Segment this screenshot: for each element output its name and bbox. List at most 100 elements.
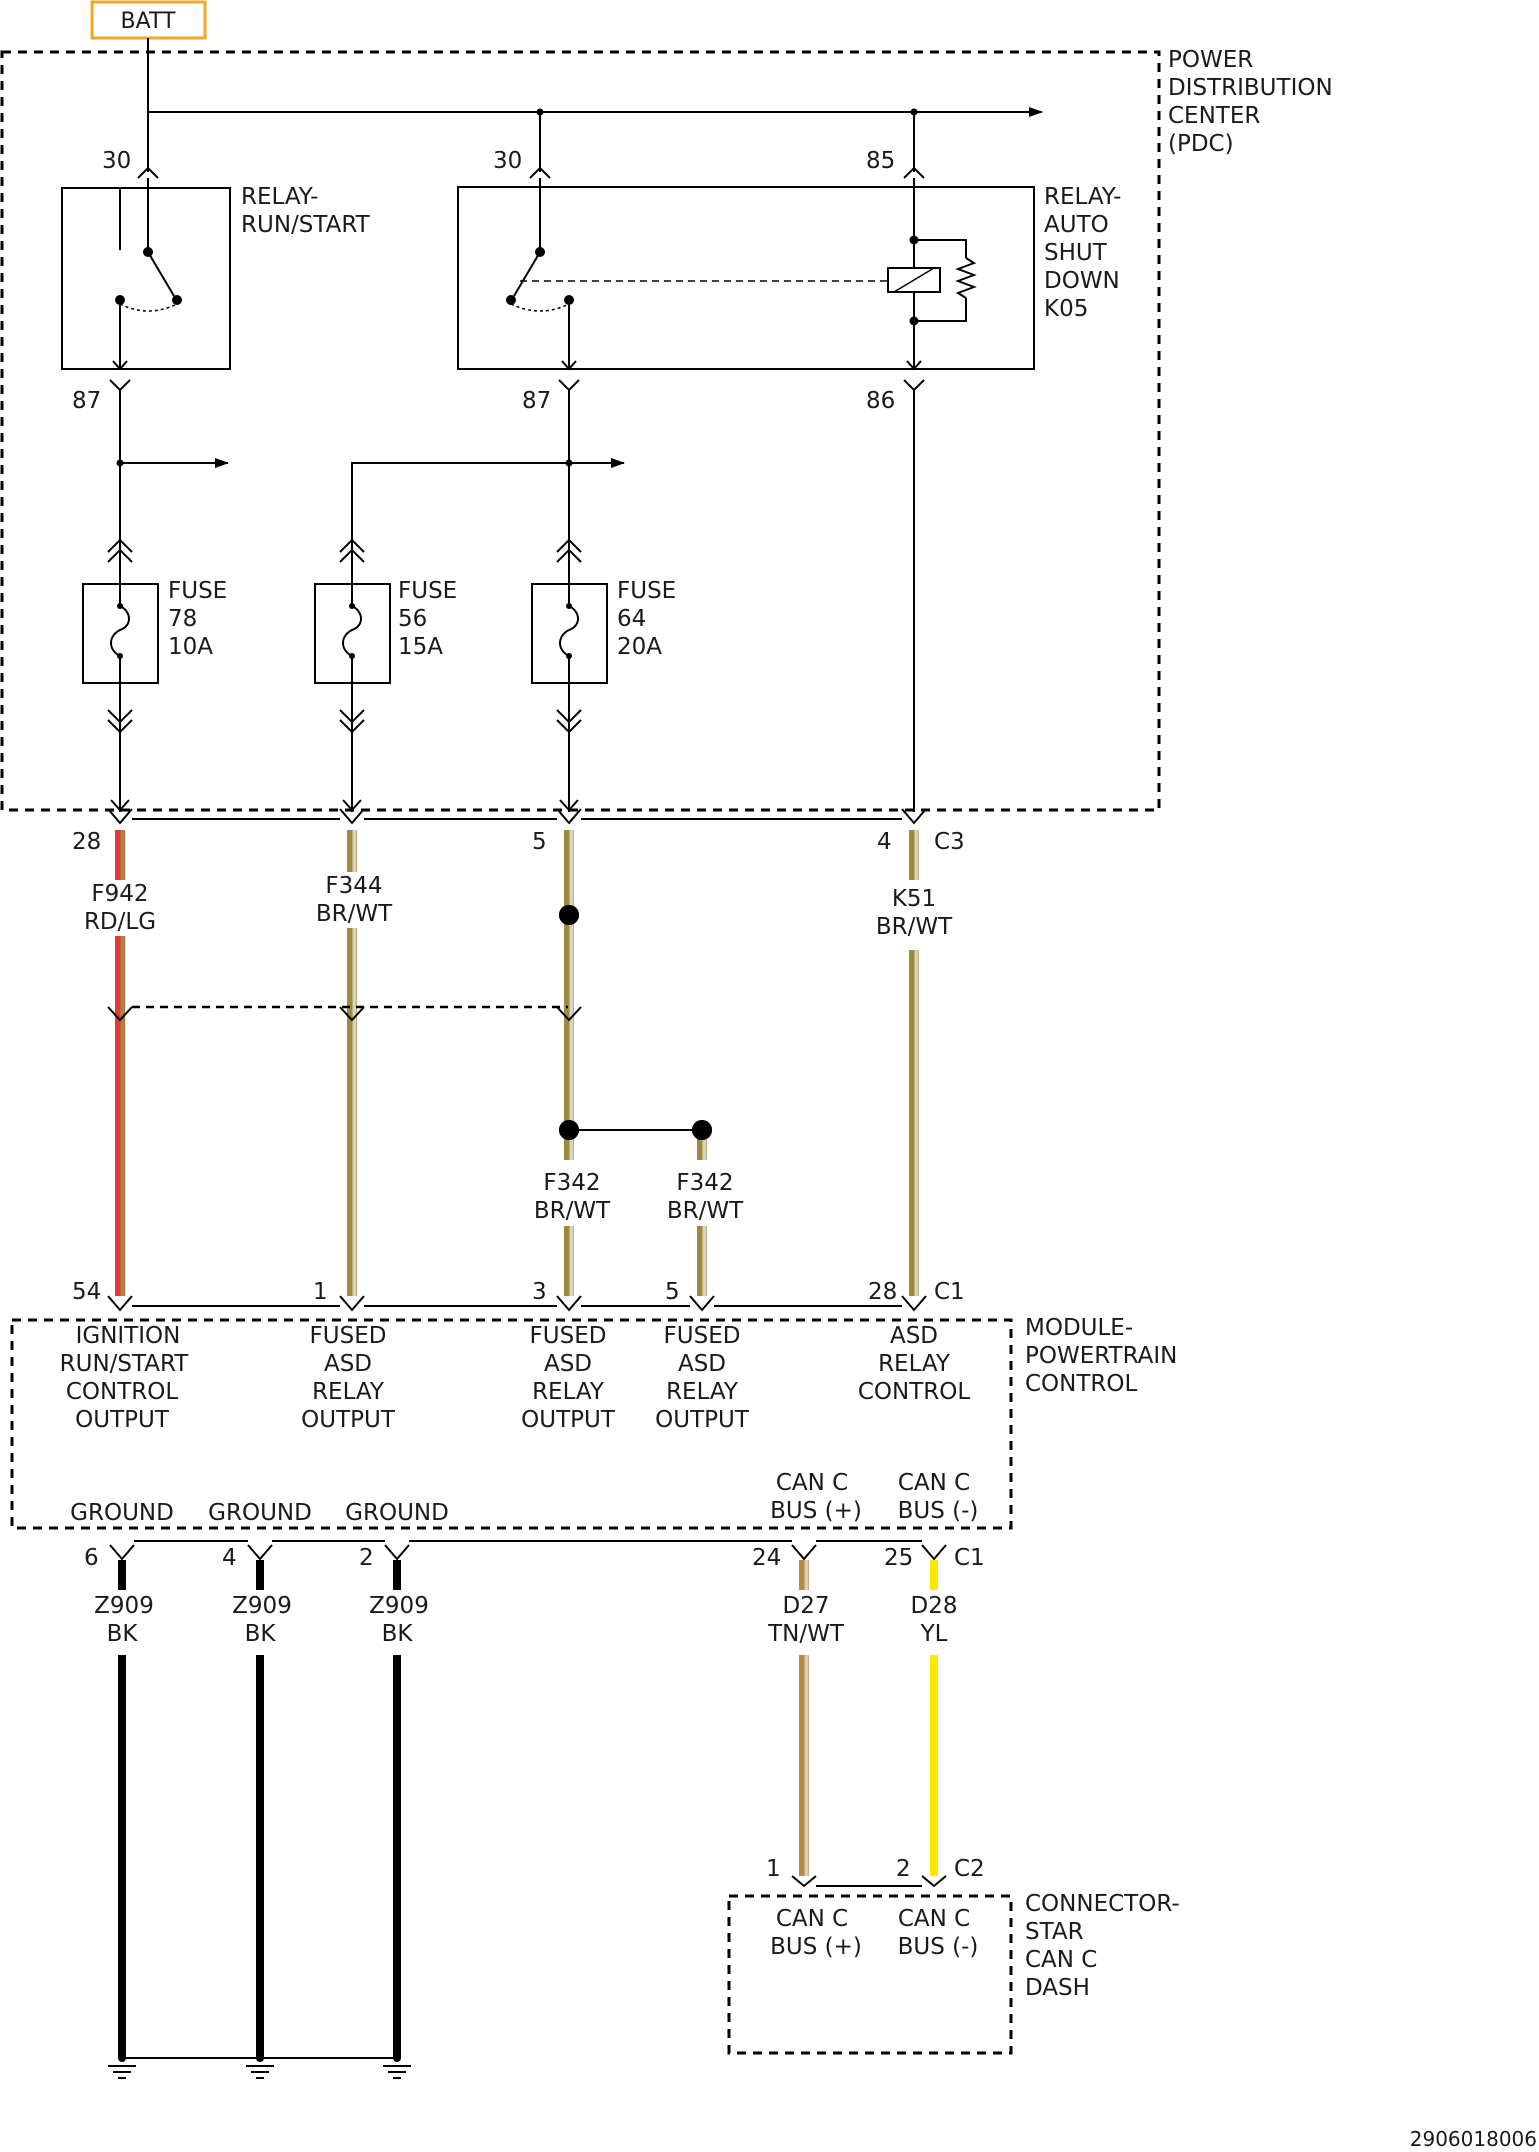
svg-text:BUS (+): BUS (+)	[770, 1934, 862, 1960]
svg-text:RELAY: RELAY	[666, 1379, 739, 1405]
pcm-pin-5: 5	[665, 1279, 680, 1305]
svg-text:BR/WT: BR/WT	[534, 1198, 611, 1224]
pcm-pin-25: 25	[884, 1545, 913, 1571]
svg-text:CONNECTOR-: CONNECTOR-	[1025, 1891, 1180, 1917]
svg-text:10A: 10A	[168, 634, 213, 660]
svg-text:BR/WT: BR/WT	[316, 901, 393, 927]
relay-run-start: RELAY- RUN/START	[61, 184, 371, 371]
c3-pin-5: 5	[532, 829, 547, 855]
c3-pin-28: 28	[72, 829, 101, 855]
star-pin-2: 2	[896, 1856, 911, 1882]
svg-text:OUTPUT: OUTPUT	[655, 1407, 750, 1433]
svg-text:MODULE-: MODULE-	[1025, 1315, 1133, 1341]
svg-text:BUS (+): BUS (+)	[770, 1498, 862, 1524]
pdc-boundary	[0, 50, 1161, 812]
svg-text:OUTPUT: OUTPUT	[75, 1407, 170, 1433]
pcm-pin-3: 3	[532, 1279, 547, 1305]
svg-text:GROUND: GROUND	[345, 1500, 449, 1526]
svg-text:F344: F344	[325, 873, 382, 899]
svg-text:CENTER: CENTER	[1168, 103, 1260, 129]
svg-text:RELAY: RELAY	[532, 1379, 605, 1405]
svg-text:(PDC): (PDC)	[1168, 131, 1234, 157]
relay-input-pins	[137, 166, 925, 179]
svg-text:20A: 20A	[617, 634, 662, 660]
pin-87-run: 87	[72, 388, 101, 414]
splice-connector	[107, 905, 712, 1140]
upper-wire-labels: F942 RD/LG F344 BR/WT K51 BR/WT	[84, 873, 953, 940]
svg-text:BR/WT: BR/WT	[667, 1198, 744, 1224]
star-can-labels: CAN C BUS (+) CAN C BUS (-)	[770, 1906, 978, 1960]
pcm-pin-6: 6	[84, 1545, 99, 1571]
svg-text:DISTRIBUTION: DISTRIBUTION	[1168, 75, 1333, 101]
pcm-can-labels: CAN C BUS (+) CAN C BUS (-)	[770, 1470, 978, 1524]
svg-text:RD/LG: RD/LG	[84, 909, 156, 935]
pcm-pin-2: 2	[359, 1545, 374, 1571]
c3-pin-4: 4	[877, 829, 892, 855]
upper-wires	[115, 830, 919, 1296]
fuse-labels: FUSE 78 10A FUSE 56 15A FUSE 64 20A	[168, 578, 676, 660]
pdc-label: POWER DISTRIBUTION CENTER (PDC)	[1168, 47, 1333, 157]
svg-text:TN/WT: TN/WT	[767, 1621, 845, 1647]
pcm-c1-top	[107, 1295, 927, 1312]
c3-connector	[107, 808, 927, 825]
svg-text:CAN C: CAN C	[776, 1470, 848, 1496]
svg-text:GROUND: GROUND	[70, 1500, 174, 1526]
lower-wires	[118, 1560, 938, 2058]
pcm-boundary	[10, 1318, 1013, 1530]
svg-text:FUSE: FUSE	[398, 578, 457, 604]
svg-text:Z909: Z909	[232, 1593, 292, 1619]
svg-text:RUN/START: RUN/START	[241, 212, 371, 238]
svg-text:K51: K51	[892, 886, 936, 912]
star-boundary	[727, 1894, 1013, 2055]
svg-text:CAN C: CAN C	[776, 1906, 848, 1932]
batt-source: BATT	[90, 0, 207, 40]
star-c2-connector	[791, 1875, 947, 1888]
pin-30-run: 30	[102, 148, 131, 174]
svg-text:OUTPUT: OUTPUT	[521, 1407, 616, 1433]
pcm-pin-24: 24	[752, 1545, 781, 1571]
pcm-ground-labels: GROUND GROUND GROUND	[70, 1500, 449, 1526]
svg-text:BK: BK	[382, 1621, 414, 1647]
fuse-64	[531, 538, 608, 812]
svg-text:RELAY-: RELAY-	[241, 184, 318, 210]
star-label: CONNECTOR- STAR CAN C DASH	[1025, 1891, 1180, 2001]
pcm-pin-4: 4	[222, 1545, 237, 1571]
svg-text:DASH: DASH	[1025, 1975, 1090, 2001]
svg-text:RUN/START: RUN/START	[60, 1351, 190, 1377]
split-wire-labels: F342 BR/WT F342 BR/WT	[534, 1170, 744, 1224]
star-c2-name: C2	[954, 1856, 985, 1882]
svg-text:FUSED: FUSED	[530, 1323, 607, 1349]
svg-text:GROUND: GROUND	[208, 1500, 312, 1526]
svg-text:RELAY-: RELAY-	[1044, 184, 1121, 210]
svg-text:56: 56	[398, 606, 427, 632]
relay-output-pins	[109, 379, 925, 392]
pin-30-asd: 30	[493, 148, 522, 174]
pcm-pin-54: 54	[72, 1279, 101, 1305]
fuse-78	[82, 538, 159, 812]
svg-text:78: 78	[168, 606, 197, 632]
batt-label: BATT	[121, 9, 176, 34]
pcm-pin-28: 28	[868, 1279, 897, 1305]
svg-text:BUS (-): BUS (-)	[898, 1498, 979, 1524]
lower-wire-labels: Z909 BK Z909 BK Z909 BK D27 TN/WT D28 YL	[94, 1593, 957, 1647]
svg-text:POWER: POWER	[1168, 47, 1253, 73]
svg-text:Z909: Z909	[369, 1593, 429, 1619]
svg-text:YL: YL	[920, 1621, 948, 1647]
svg-text:64: 64	[617, 606, 646, 632]
svg-text:BUS (-): BUS (-)	[898, 1934, 979, 1960]
svg-text:D27: D27	[783, 1593, 830, 1619]
pcm-function-labels: IGNITION RUN/START CONTROL OUTPUT FUSED …	[60, 1323, 971, 1433]
svg-text:Z909: Z909	[94, 1593, 154, 1619]
svg-text:D28: D28	[911, 1593, 958, 1619]
c3-name: C3	[934, 829, 965, 855]
svg-text:ASD: ASD	[890, 1323, 938, 1349]
svg-text:ASD: ASD	[678, 1351, 726, 1377]
svg-text:RELAY: RELAY	[312, 1379, 385, 1405]
svg-text:FUSE: FUSE	[617, 578, 676, 604]
pin-87-asd: 87	[522, 388, 551, 414]
pcm-c1-name-top: C1	[934, 1279, 965, 1305]
svg-text:ASD: ASD	[324, 1351, 372, 1377]
document-number: 2906018006	[1410, 2127, 1537, 2151]
pcm-label: MODULE- POWERTRAIN CONTROL	[1025, 1315, 1177, 1397]
